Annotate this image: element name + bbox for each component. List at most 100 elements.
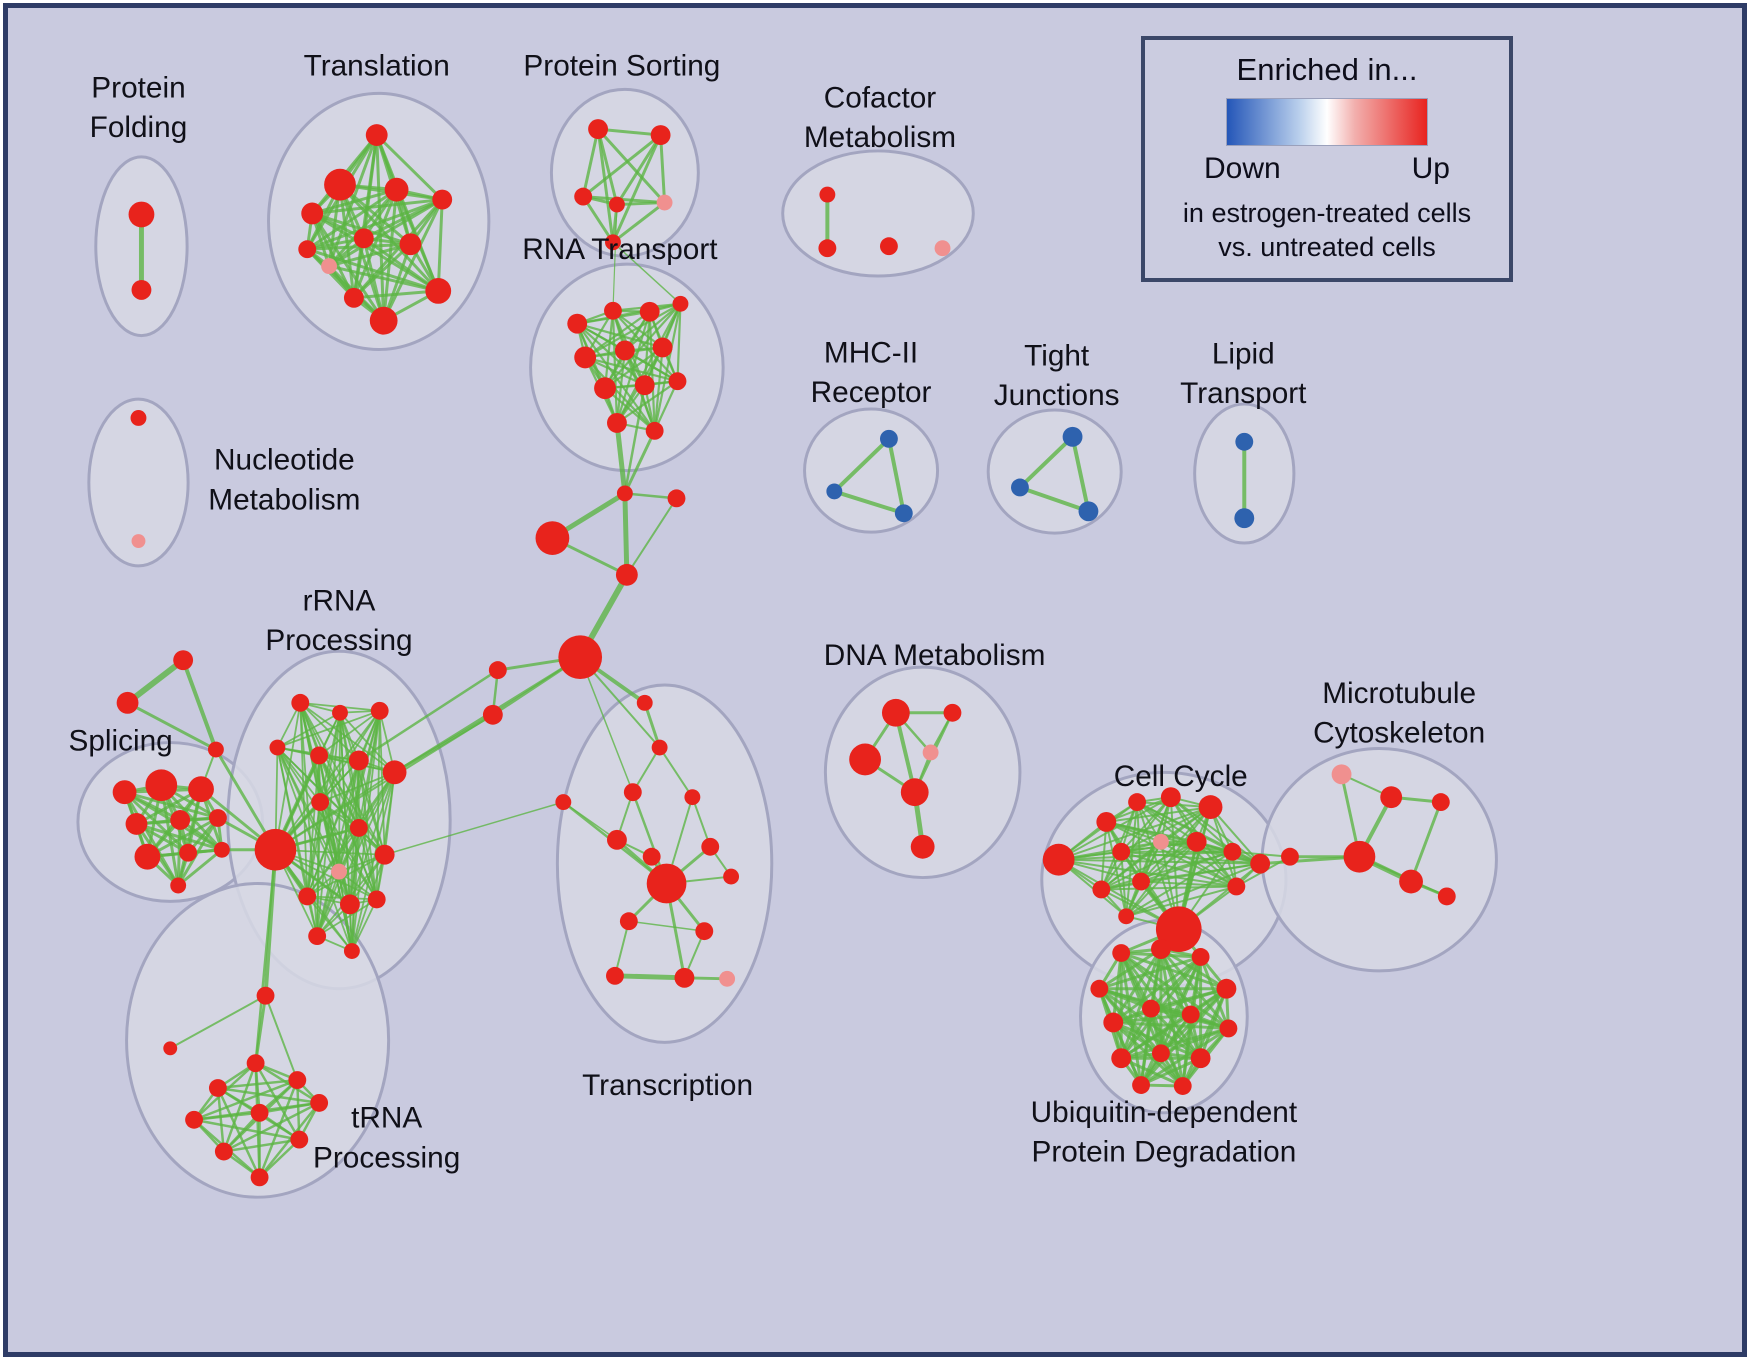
gene-set-node-rt7[interactable]	[594, 377, 616, 400]
gene-set-node-ts13[interactable]	[719, 970, 736, 987]
gene-set-node-cc12[interactable]	[1227, 877, 1246, 896]
gene-set-node-tr0[interactable]	[365, 124, 388, 146]
gene-set-node-ts1[interactable]	[651, 739, 668, 756]
gene-set-node-tr6[interactable]	[353, 228, 374, 249]
gene-set-node-cc0[interactable]	[1042, 843, 1075, 876]
gene-set-node-ps5[interactable]	[605, 234, 621, 251]
gene-set-node-tn8[interactable]	[290, 1130, 309, 1149]
gene-set-node-tn3[interactable]	[288, 1071, 307, 1089]
gene-set-node-tr11[interactable]	[369, 306, 398, 335]
gene-set-node-tn1[interactable]	[163, 1041, 178, 1056]
gene-set-node-rr11[interactable]	[374, 844, 395, 865]
gene-set-node-tr1[interactable]	[324, 168, 356, 201]
gene-set-node-cn2[interactable]	[535, 521, 570, 555]
gene-set-node-mc3[interactable]	[1281, 847, 1299, 866]
gene-set-node-ps1[interactable]	[650, 125, 671, 145]
gene-set-node-rr10[interactable]	[331, 863, 347, 880]
gene-set-node-cc1[interactable]	[1096, 812, 1117, 832]
gene-set-node-ts0[interactable]	[636, 694, 653, 711]
gene-set-node-rt4[interactable]	[574, 346, 597, 369]
gene-set-node-rr7[interactable]	[254, 828, 297, 871]
gene-set-node-rr8[interactable]	[311, 793, 330, 812]
gene-set-node-ts5[interactable]	[642, 847, 661, 866]
gene-set-node-tn6[interactable]	[185, 1110, 203, 1129]
gene-set-node-ub0[interactable]	[1112, 944, 1131, 962]
gene-set-node-tn2[interactable]	[246, 1054, 265, 1073]
gene-set-node-mh0[interactable]	[879, 429, 898, 448]
gene-set-node-mc4[interactable]	[1343, 840, 1376, 873]
gene-set-node-ts12[interactable]	[674, 967, 695, 988]
gene-set-node-rt1[interactable]	[604, 301, 622, 320]
gene-set-node-tn10[interactable]	[250, 1168, 269, 1187]
gene-set-node-sp5[interactable]	[208, 809, 227, 827]
gene-set-node-nm0[interactable]	[130, 410, 147, 426]
gene-set-node-cc4[interactable]	[1198, 795, 1223, 819]
gene-set-node-cc9[interactable]	[1092, 880, 1111, 899]
gene-set-node-sp2[interactable]	[188, 776, 214, 803]
gene-set-node-cn10[interactable]	[207, 741, 224, 758]
gene-set-node-tj1[interactable]	[1011, 478, 1029, 497]
gene-set-node-ts7[interactable]	[701, 837, 720, 856]
gene-set-node-rt10[interactable]	[607, 413, 627, 433]
gene-set-node-sp7[interactable]	[179, 843, 198, 862]
gene-set-node-sp6[interactable]	[134, 843, 161, 870]
gene-set-node-rt11[interactable]	[645, 421, 664, 440]
gene-set-node-ts3[interactable]	[684, 789, 701, 806]
gene-set-node-cc14[interactable]	[1118, 908, 1135, 925]
gene-set-node-cn8[interactable]	[173, 650, 194, 671]
gene-set-node-ub9[interactable]	[1111, 1048, 1132, 1069]
gene-set-node-cc10[interactable]	[1132, 872, 1150, 891]
gene-set-node-ub10[interactable]	[1151, 1044, 1170, 1063]
gene-set-node-cn5[interactable]	[488, 661, 507, 680]
gene-set-node-rr3[interactable]	[269, 739, 286, 756]
gene-set-node-rr9[interactable]	[349, 818, 368, 837]
gene-set-node-dm2[interactable]	[849, 743, 881, 776]
gene-set-node-sp8[interactable]	[213, 841, 230, 858]
gene-set-node-cn0[interactable]	[616, 485, 633, 502]
gene-set-node-nm1[interactable]	[131, 534, 146, 548]
gene-set-node-dm0[interactable]	[881, 698, 910, 727]
gene-set-node-cc6[interactable]	[1152, 833, 1169, 850]
gene-set-node-rt5[interactable]	[614, 340, 635, 361]
gene-set-node-tr8[interactable]	[321, 258, 338, 275]
gene-set-node-tr10[interactable]	[425, 278, 452, 304]
gene-set-node-rt8[interactable]	[634, 375, 655, 396]
gene-set-node-ts9[interactable]	[619, 912, 638, 931]
gene-set-node-mc0[interactable]	[1331, 764, 1352, 785]
gene-set-node-sp1[interactable]	[145, 769, 178, 802]
gene-set-node-cn1[interactable]	[667, 489, 686, 508]
gene-set-node-rr4[interactable]	[310, 746, 329, 765]
gene-set-node-rt0[interactable]	[567, 313, 588, 334]
gene-set-node-tr4[interactable]	[432, 189, 453, 210]
gene-set-node-rr13[interactable]	[339, 894, 360, 915]
gene-set-node-ps2[interactable]	[574, 187, 593, 206]
gene-set-node-rr0[interactable]	[291, 693, 310, 712]
gene-set-node-tr5[interactable]	[298, 240, 317, 259]
gene-set-node-mc5[interactable]	[1399, 869, 1423, 894]
gene-set-node-rt6[interactable]	[652, 337, 673, 358]
gene-set-node-cm1[interactable]	[818, 239, 837, 258]
gene-set-node-mc2[interactable]	[1431, 793, 1450, 812]
gene-set-node-sp9[interactable]	[170, 877, 187, 894]
gene-set-node-ts10[interactable]	[695, 922, 714, 941]
gene-set-node-pf1[interactable]	[131, 279, 152, 300]
gene-set-node-tr7[interactable]	[399, 233, 422, 256]
gene-set-node-cc8[interactable]	[1223, 842, 1242, 861]
gene-set-node-tj2[interactable]	[1078, 501, 1099, 522]
gene-set-node-rr16[interactable]	[343, 943, 360, 959]
gene-set-node-cn7[interactable]	[555, 794, 572, 811]
gene-set-node-ub2[interactable]	[1191, 948, 1210, 966]
gene-set-node-ts4[interactable]	[607, 829, 627, 850]
gene-set-node-cm0[interactable]	[819, 186, 836, 203]
gene-set-node-cc13[interactable]	[1250, 853, 1271, 874]
gene-set-node-tn5[interactable]	[310, 1093, 329, 1112]
gene-set-node-rt3[interactable]	[672, 295, 689, 312]
gene-set-node-tr2[interactable]	[301, 202, 324, 225]
gene-set-node-rr6[interactable]	[382, 760, 407, 785]
gene-set-node-cc2[interactable]	[1128, 793, 1147, 812]
gene-set-node-ts6[interactable]	[646, 863, 687, 904]
gene-set-node-cn9[interactable]	[116, 691, 139, 714]
gene-set-node-rr1[interactable]	[332, 704, 348, 721]
gene-set-node-cc11[interactable]	[1155, 906, 1202, 953]
gene-set-node-cc7[interactable]	[1186, 831, 1207, 852]
